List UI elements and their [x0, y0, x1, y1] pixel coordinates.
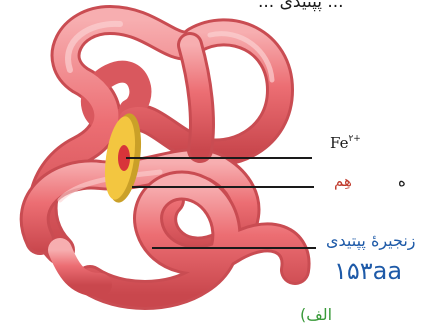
heme-trailing-text: ه — [398, 174, 406, 189]
panel-label: الف) — [300, 307, 332, 323]
fe-symbol: Fe — [330, 134, 348, 152]
fe-ion-label: Fe۲+ — [330, 135, 361, 151]
fe-charge: ۲+ — [348, 134, 360, 144]
top-partial-label: ... پپتیدی ... — [258, 0, 344, 11]
amino-acid-count-label: ۱۵۳aa — [334, 259, 402, 283]
heme-label: هِم — [334, 174, 352, 189]
peptide-chain-label: زنجیرهٔ پپتیدی — [326, 233, 416, 249]
